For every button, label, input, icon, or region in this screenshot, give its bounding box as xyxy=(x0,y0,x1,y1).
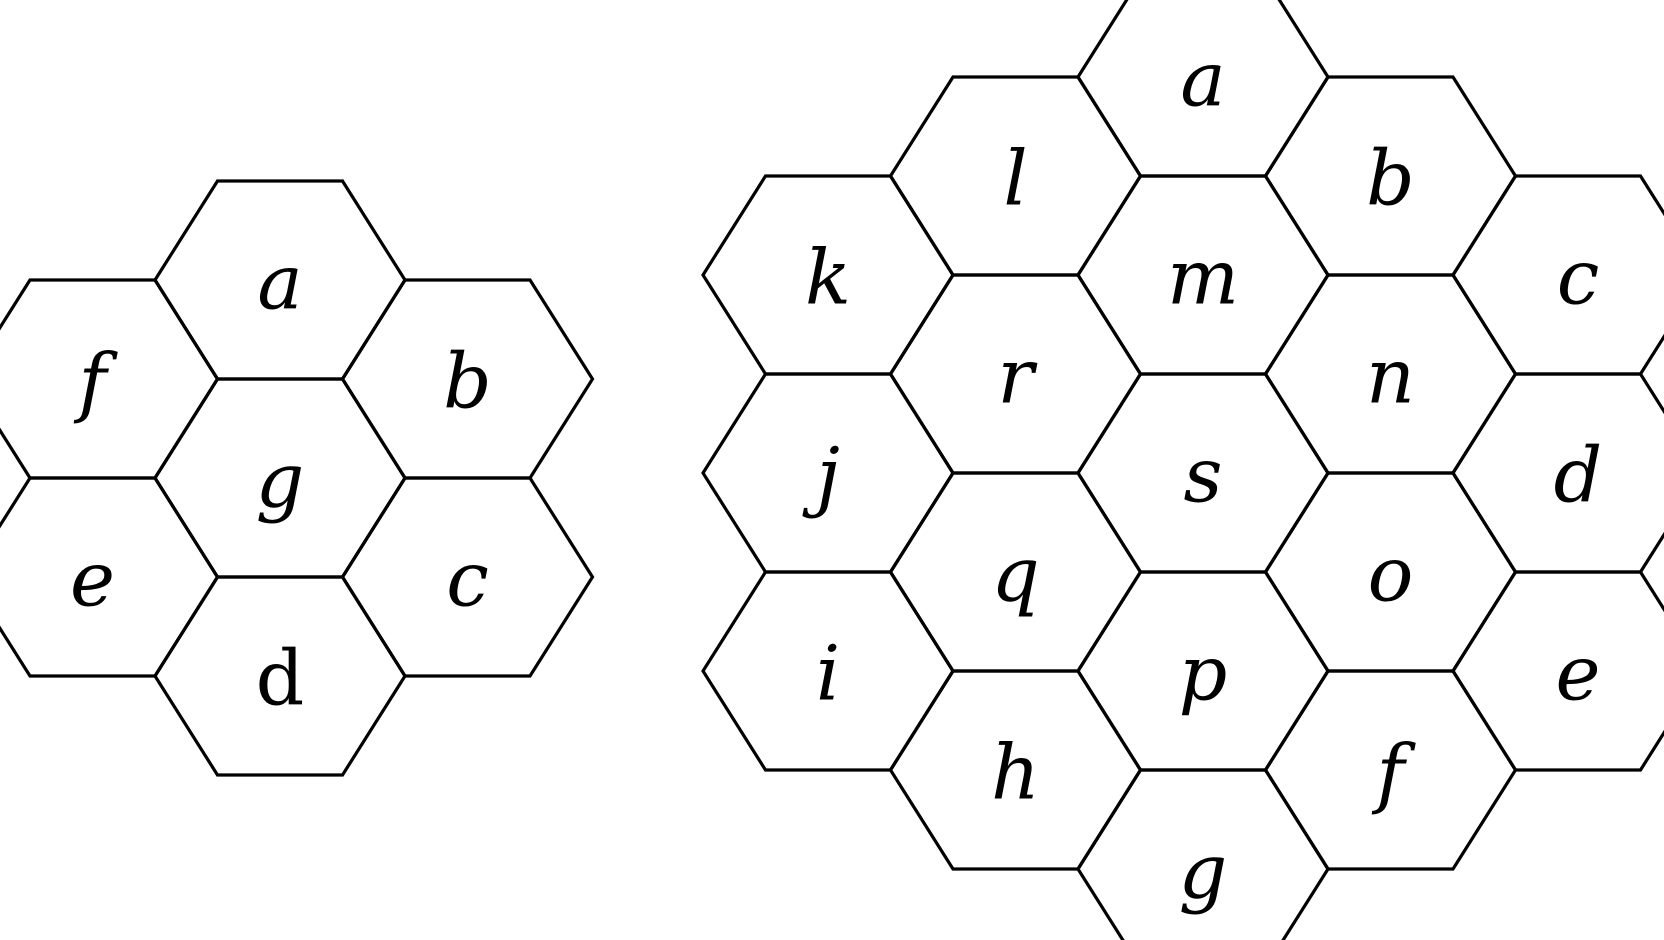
hex-cell-l: l xyxy=(888,75,1143,277)
hex-label: b xyxy=(443,337,492,426)
hex-cell-m: m xyxy=(1076,174,1330,376)
hex-label: f xyxy=(1371,728,1416,817)
large-hex-cluster: a b c d e f g h i j k l m n o p q r s xyxy=(701,0,1664,940)
hex-cell-s: s xyxy=(1076,372,1330,574)
hexagon xyxy=(1076,372,1330,574)
hex-label: c xyxy=(1557,233,1600,322)
hexagon xyxy=(0,278,220,480)
hex-label: a xyxy=(1180,35,1225,124)
hex-cell-d: d xyxy=(153,575,407,777)
hex-label: g xyxy=(256,436,305,525)
hex-label: e xyxy=(1556,629,1601,718)
hex-label: i xyxy=(816,629,840,718)
hex-label: k xyxy=(805,233,851,322)
hex-cell-e: e xyxy=(0,476,220,678)
hex-cell-i: i xyxy=(701,570,955,772)
hex-label: p xyxy=(1179,629,1228,718)
hex-label: j xyxy=(802,431,840,520)
hex-cell-b: b xyxy=(1263,75,1518,277)
hex-label: r xyxy=(997,332,1038,421)
hex-cell-r: r xyxy=(888,273,1143,475)
hex-cell-p: p xyxy=(1076,570,1330,772)
hex-label: s xyxy=(1183,431,1222,520)
hex-label: n xyxy=(1366,332,1415,421)
hex-cell-f: f xyxy=(1263,669,1518,871)
hex-cell-h: h xyxy=(888,669,1143,871)
hex-label: d xyxy=(1554,431,1603,520)
hex-label: q xyxy=(991,530,1040,619)
hex-label: a xyxy=(257,238,302,327)
hex-cell-g: g xyxy=(1076,768,1330,940)
hex-cell-c: c xyxy=(340,476,595,678)
hex-cell-b: b xyxy=(340,278,595,480)
hex-cell-f: f xyxy=(0,278,220,480)
hex-cell-e: e xyxy=(1451,570,1664,772)
hex-label: m xyxy=(1167,233,1239,322)
hex-cell-g: g xyxy=(153,377,407,579)
hex-label: h xyxy=(991,728,1040,817)
hex-cell-o: o xyxy=(1263,471,1518,673)
hex-label: c xyxy=(446,535,489,624)
hex-cell-c: c xyxy=(1451,174,1664,376)
hex-cell-a: a xyxy=(1076,0,1330,178)
hexagon xyxy=(153,377,407,579)
hex-cell-q: q xyxy=(888,471,1143,673)
hex-cell-a: a xyxy=(153,179,407,381)
hex-label: f xyxy=(73,337,118,426)
hex-cell-n: n xyxy=(1263,273,1518,475)
hex-label: e xyxy=(70,535,115,624)
hex-label: o xyxy=(1368,530,1414,619)
hex-label: l xyxy=(1003,134,1027,223)
small-hex-cluster: a b c d e f g xyxy=(0,179,595,777)
hex-cell-d: d xyxy=(1451,372,1664,574)
hex-label: d xyxy=(256,634,305,723)
hex-cell-k: k xyxy=(701,174,955,376)
hex-label: g xyxy=(1179,827,1228,916)
hex-label: b xyxy=(1366,134,1415,223)
hex-cell-j: j xyxy=(701,372,955,574)
